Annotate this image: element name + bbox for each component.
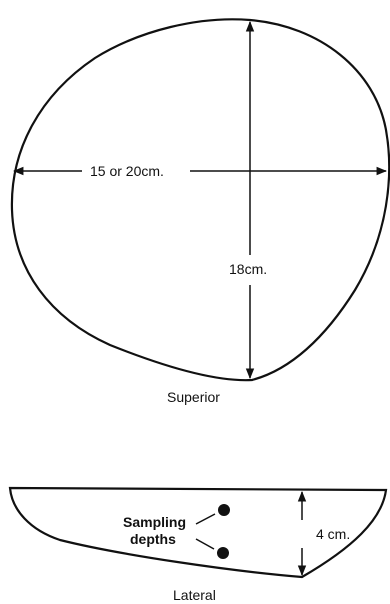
- lateral-outline: [8, 486, 388, 579]
- sampling-point-upper: [218, 504, 230, 516]
- depth-label: 4 cm.: [316, 526, 350, 542]
- superior-caption: Superior: [167, 389, 220, 405]
- sampling-pointer-upper: [195, 513, 216, 525]
- sampling-pointer-lower: [195, 538, 215, 550]
- width-label: 15 or 20cm.: [90, 163, 164, 179]
- height-label: 18cm.: [229, 261, 267, 277]
- lateral-caption: Lateral: [173, 587, 216, 603]
- superior-outline: [10, 18, 390, 382]
- superior-view: 15 or 20cm. 18cm. Superior: [10, 18, 390, 405]
- sampling-label-line2: depths: [130, 531, 176, 547]
- sampling-label-line1: Sampling: [123, 514, 186, 530]
- sampling-point-lower: [217, 547, 229, 559]
- lateral-view: Sampling depths 4 cm. Lateral: [8, 486, 388, 603]
